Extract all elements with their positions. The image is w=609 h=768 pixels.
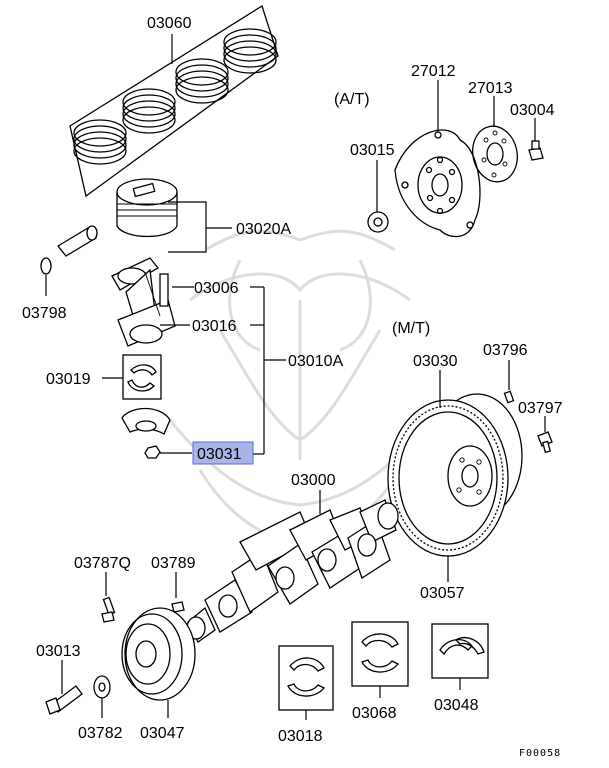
label-03789[interactable]: 03789	[151, 555, 196, 572]
snap-ring-icon[interactable]	[40, 257, 52, 275]
label-03006[interactable]: 03006	[194, 280, 239, 297]
label-03018[interactable]: 03018	[278, 728, 323, 745]
flywheel-bolt-icon[interactable]	[537, 431, 553, 454]
drive-plate-icon[interactable]	[394, 129, 481, 238]
adapter-plate-icon[interactable]	[468, 122, 523, 186]
label-03019[interactable]: 03019	[46, 371, 91, 388]
connecting-rod-icon[interactable]	[111, 257, 176, 347]
label-27013[interactable]: 27013	[468, 80, 513, 97]
label-mt: (M/T)	[392, 320, 430, 337]
rod-cap-icon[interactable]	[121, 407, 171, 435]
label-at: (A/T)	[334, 91, 370, 108]
thrust-washer-icon[interactable]	[431, 623, 489, 679]
crank-pulley-icon[interactable]	[121, 607, 196, 701]
piston-rings-icon[interactable]	[69, 5, 279, 198]
thrust-bearing-icon[interactable]	[351, 621, 409, 687]
label-27012[interactable]: 27012	[411, 63, 456, 80]
label-03013[interactable]: 03013	[36, 643, 81, 660]
label-03010A[interactable]: 03010A	[288, 353, 343, 370]
crankshaft-icon[interactable]	[186, 499, 399, 643]
label-03057[interactable]: 03057	[420, 585, 465, 602]
label-03047[interactable]: 03047	[140, 725, 185, 742]
label-03782[interactable]: 03782	[78, 725, 123, 742]
spacer-icon[interactable]	[367, 211, 389, 233]
label-03020A[interactable]: 03020A	[236, 221, 291, 238]
crank-bolt-icon[interactable]	[45, 685, 83, 715]
figure-code: F00058	[519, 748, 561, 759]
label-03797[interactable]: 03797	[518, 400, 563, 417]
label-03060[interactable]: 03060	[147, 15, 192, 32]
label-03000[interactable]: 03000	[291, 472, 336, 489]
label-03016[interactable]: 03016	[192, 318, 237, 335]
label-03048[interactable]: 03048	[434, 697, 479, 714]
rod-bearing-icon[interactable]	[122, 354, 162, 400]
piston-icon[interactable]	[57, 178, 178, 257]
label-03068[interactable]: 03068	[352, 705, 397, 722]
label-03798[interactable]: 03798	[22, 305, 67, 322]
label-03030[interactable]: 03030	[413, 353, 458, 370]
main-bearing-icon[interactable]	[278, 645, 334, 711]
label-03796[interactable]: 03796	[483, 342, 528, 359]
dowel-pin-icon[interactable]	[503, 390, 515, 404]
woodruff-key-icon[interactable]	[171, 601, 185, 613]
label-03015[interactable]: 03015	[350, 142, 395, 159]
flywheel-icon[interactable]	[387, 393, 523, 557]
drive-plate-bolt-icon[interactable]	[528, 140, 544, 161]
washer-icon[interactable]	[93, 675, 111, 699]
label-03004[interactable]: 03004	[510, 102, 555, 119]
highlight-box	[192, 441, 254, 465]
pulley-bolt-icon[interactable]	[101, 596, 116, 623]
label-03787Q[interactable]: 03787Q	[74, 555, 131, 572]
label-03031[interactable]: 03031	[197, 446, 242, 463]
rod-nut-icon[interactable]	[144, 445, 161, 459]
